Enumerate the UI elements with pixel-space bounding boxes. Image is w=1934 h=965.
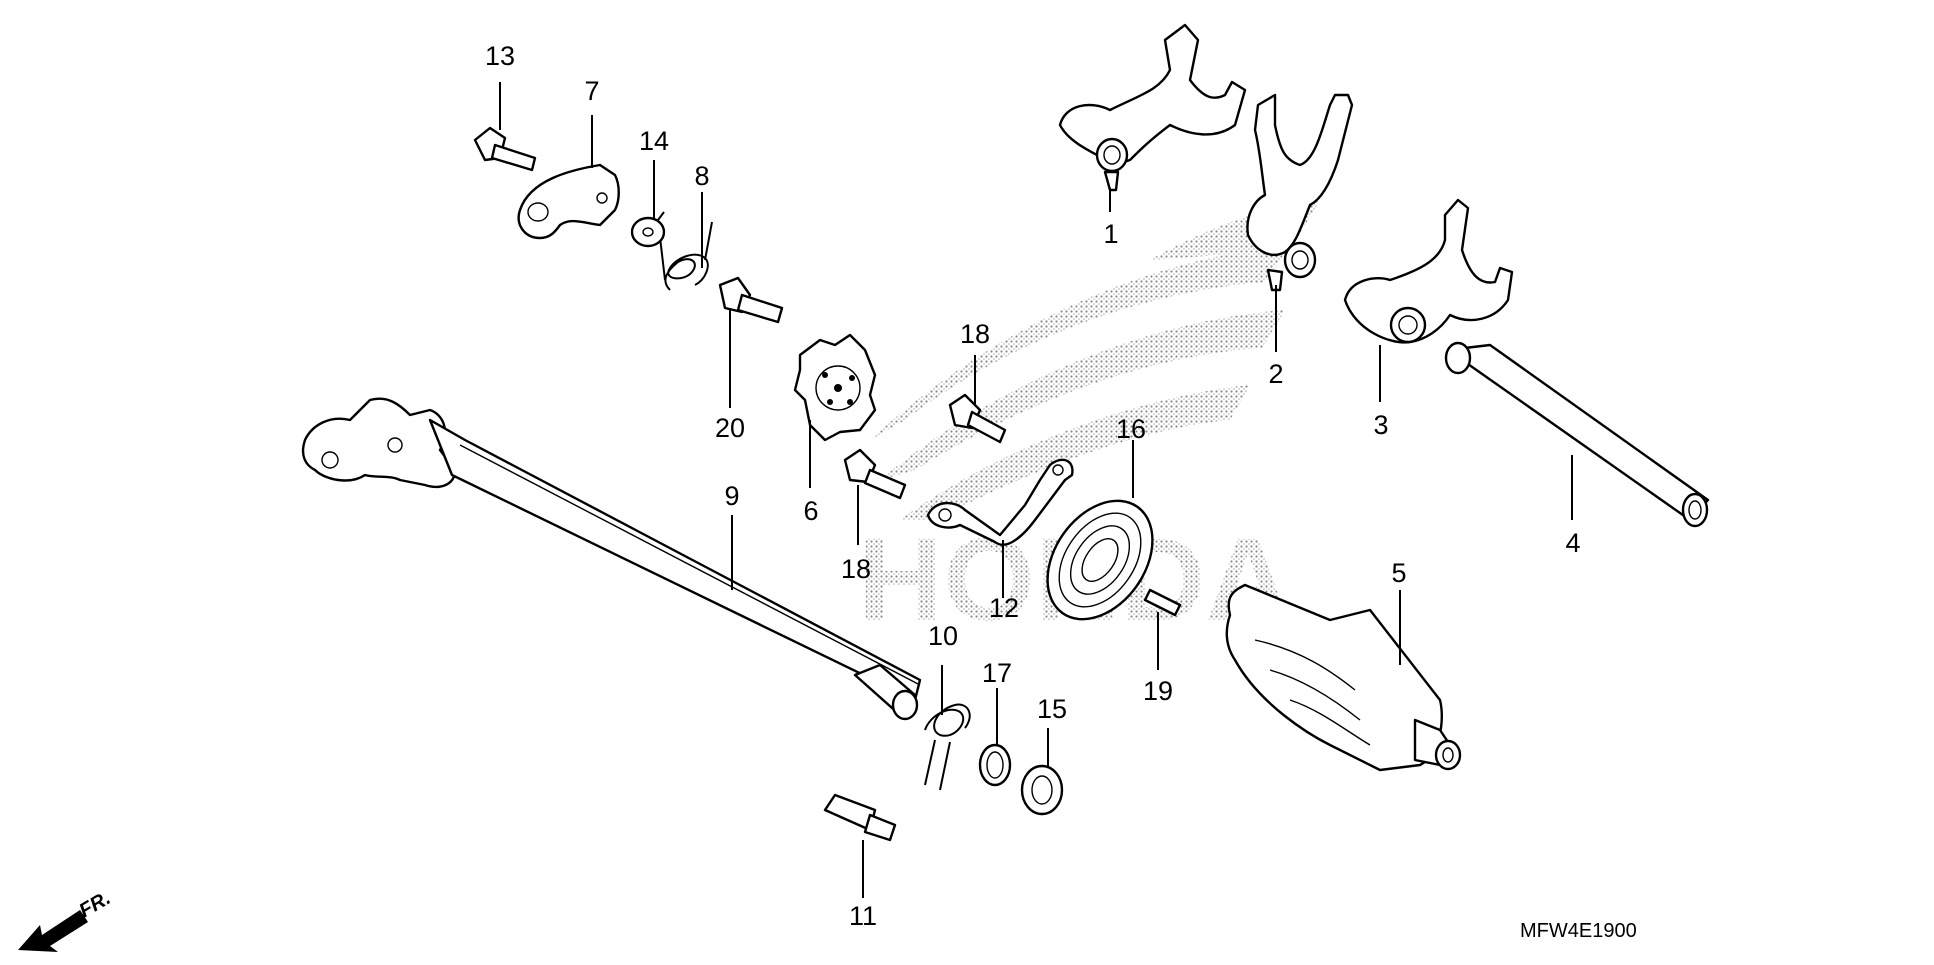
callout-4: 4 [1565,528,1580,558]
bolt-18-lower [843,448,907,500]
bolt-18-upper [948,393,1007,444]
callout-5: 5 [1391,558,1406,588]
callout-17: 17 [982,658,1012,688]
callout-11: 11 [849,901,877,931]
callout-2: 2 [1268,359,1283,389]
callout-10: 10 [928,621,958,651]
front-direction-arrow-icon [18,910,88,952]
callout-15: 15 [1037,694,1067,724]
callout-1: 1 [1103,219,1118,249]
leader-lines [499,82,1573,898]
honda-wing-watermark [870,200,1320,520]
callout-12: 12 [989,593,1019,623]
circlip-17 [978,743,1012,787]
callout-14: 14 [639,126,669,156]
bearing-16 [1046,499,1154,621]
callout-7: 7 [584,76,599,106]
drum-center-6 [793,333,877,442]
return-spring-10 [924,703,971,791]
callout-18-lower: 18 [841,554,871,584]
callout-3: 3 [1373,410,1388,440]
callout-9: 9 [724,481,739,511]
diagram-code: MFW4E1900 [1520,920,1637,942]
callout-18-upper: 18 [960,319,990,349]
bolt-20 [718,276,784,324]
callout-16: 16 [1116,414,1146,444]
shift-fork-3 [1343,198,1514,344]
bolt-13 [473,126,537,172]
shift-drum-5 [1225,583,1462,772]
callout-20: 20 [715,413,745,443]
washer-14 [630,216,666,248]
callout-6: 6 [803,496,818,526]
callout-8: 8 [694,161,709,191]
bearing-set-plate-12 [926,458,1074,546]
shift-fork-2 [1246,93,1354,292]
gearshift-spindle-9 [301,397,922,721]
washer-15 [1020,764,1064,816]
stopper-spring-8 [656,211,713,291]
fork-shaft-4 [1444,341,1710,528]
shift-fork-1 [1058,23,1247,192]
callout-19: 19 [1143,676,1173,706]
dowel-pin-19 [1143,588,1182,617]
stopper-arm-7 [517,163,620,240]
pivot-bolt-11 [823,793,897,842]
callout-13: 13 [485,41,515,71]
